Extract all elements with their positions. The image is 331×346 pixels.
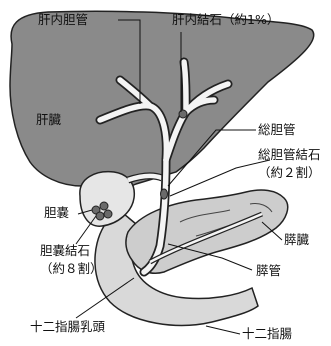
label-duodenal-papilla: 十二指腸乳頭 [30,320,105,334]
label-intrahepatic-bile-duct: 肝内胆管 [38,13,88,27]
label-liver: 肝臓 [36,113,61,127]
label-common-bile-duct: 総胆管 [258,123,296,137]
common-bile-duct-stone [161,189,168,199]
label-gallbladder: 胆嚢 [44,206,69,220]
intrahepatic-stone [179,110,187,118]
label-pancreatic-duct: 膵管 [256,264,281,278]
label-gallbladder-stone-ratio: （約８割） [40,262,103,276]
label-common-bile-duct-stone-ratio: （約２割） [258,166,321,180]
label-gallbladder-stone: 胆嚢結石 [40,244,90,258]
label-common-bile-duct-stone: 総胆管結石 [258,148,321,162]
label-pancreas: 膵臓 [284,233,309,247]
label-intrahepatic-stone: 肝内結石（約1%） [172,13,279,27]
label-duodenum: 十二指腸 [242,327,292,341]
